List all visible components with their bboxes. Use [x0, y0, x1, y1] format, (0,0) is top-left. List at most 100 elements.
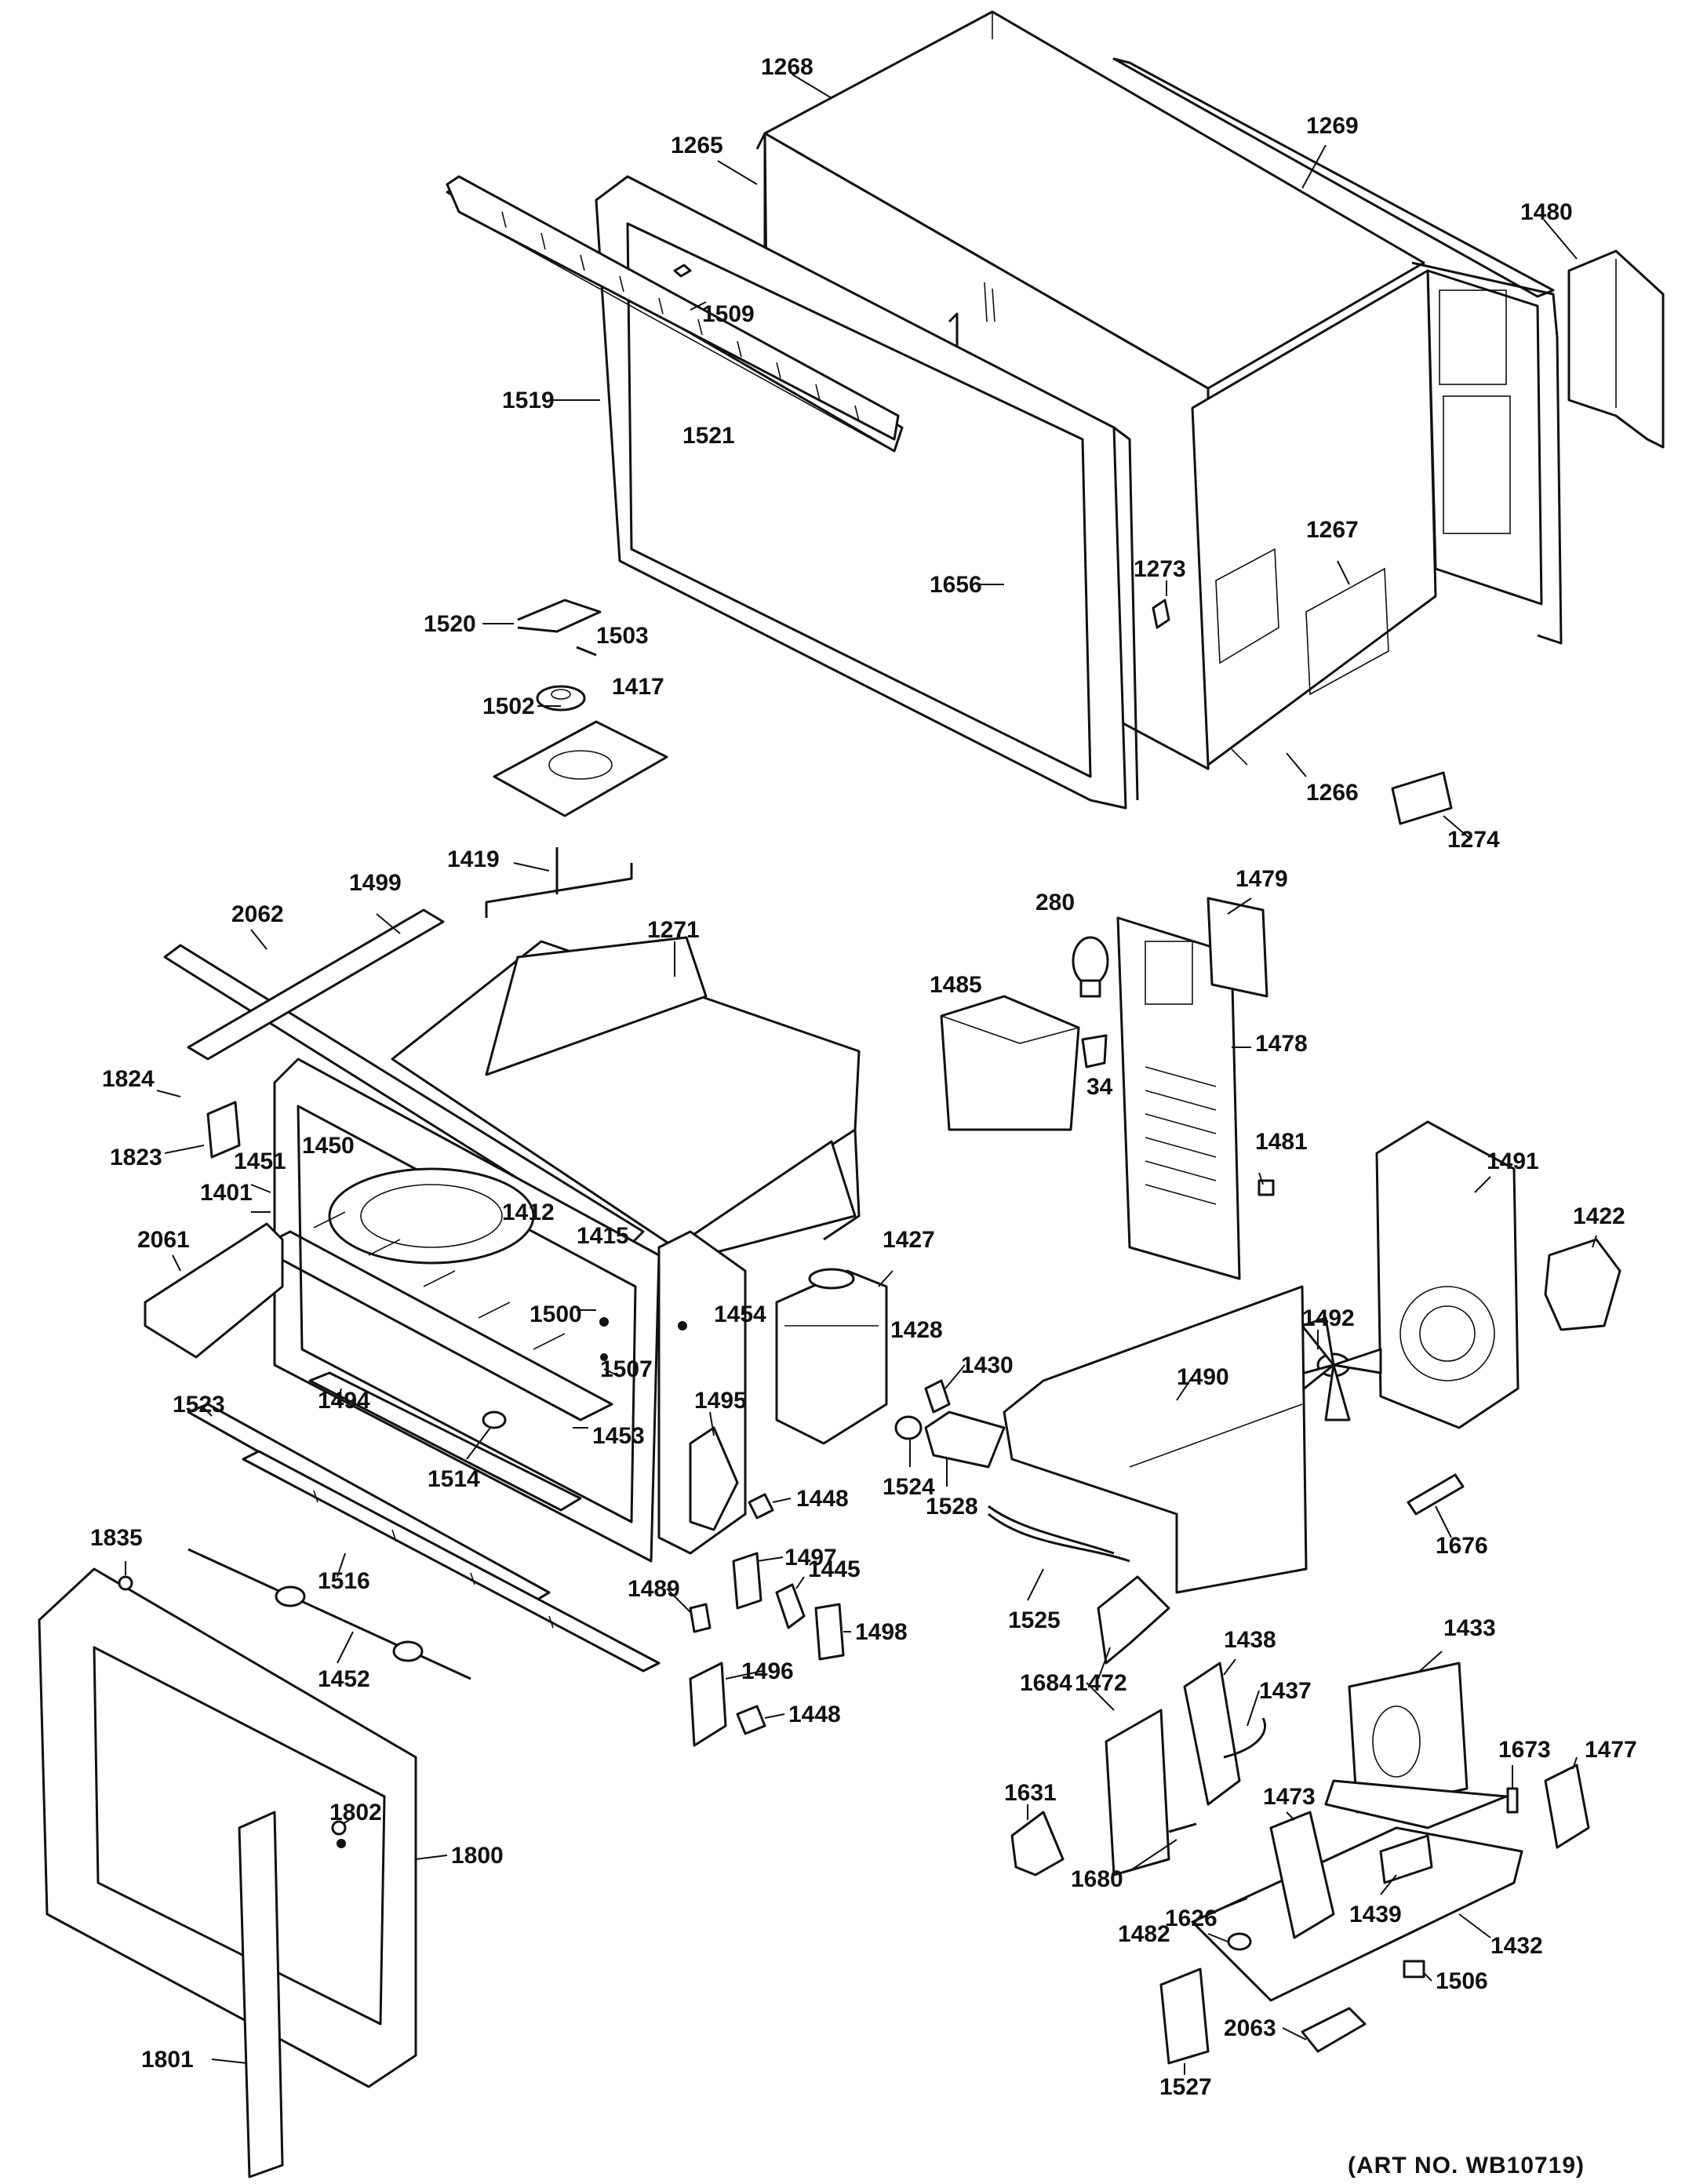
- label-1430: 1430: [961, 1352, 1014, 1378]
- stirrer-mount-1417: [493, 720, 668, 817]
- label-1454: 1454: [714, 1301, 766, 1327]
- label-1800: 1800: [451, 1843, 504, 1869]
- label-1481: 1481: [1255, 1129, 1308, 1155]
- label-1273: 1273: [1134, 556, 1186, 582]
- screw-1802: [331, 1820, 347, 1836]
- clip-1481: [1258, 1179, 1275, 1196]
- grille-1521: [446, 175, 900, 441]
- label-1520: 1520: [424, 611, 476, 637]
- label-1680: 1680: [1071, 1866, 1123, 1892]
- thermal-1430: [924, 1379, 951, 1414]
- top-rail-1269: [1112, 57, 1563, 645]
- pin-1503: [576, 646, 597, 657]
- hinge-plate-1823: [206, 1101, 241, 1159]
- label-1433: 1433: [1443, 1615, 1496, 1641]
- rail-1494: [308, 1371, 582, 1512]
- label-1676: 1676: [1436, 1533, 1488, 1559]
- label-1419: 1419: [447, 846, 500, 872]
- rear-bracket-1480: [1567, 249, 1665, 449]
- label-1428: 1428: [890, 1317, 943, 1343]
- bracket-1472: [1105, 1709, 1170, 1876]
- label-1482: 1482: [1118, 1921, 1170, 1947]
- bulb-280: [1072, 936, 1109, 998]
- light-cover-1485: [940, 995, 1080, 1131]
- label-1490: 1490: [1177, 1364, 1229, 1390]
- label-1417: 1417: [612, 674, 664, 700]
- label-1509: 1509: [702, 301, 755, 327]
- label-1401: 1401: [200, 1180, 253, 1206]
- label-1269: 1269: [1306, 113, 1359, 139]
- label-1439: 1439: [1349, 1902, 1402, 1927]
- label-1527: 1527: [1159, 2074, 1212, 2100]
- label-2062: 2062: [231, 901, 284, 927]
- clip-1673: [1506, 1787, 1519, 1814]
- small-bracket-1273: [1152, 599, 1170, 629]
- label-1500: 1500: [530, 1301, 582, 1327]
- strip-1676: [1407, 1473, 1465, 1516]
- label-1506: 1506: [1436, 1968, 1488, 1994]
- spacer-1274: [1391, 771, 1453, 825]
- label-1494: 1494: [318, 1388, 370, 1414]
- socket-34: [1081, 1034, 1108, 1068]
- part-labels: 1268 1269 1265 1480 1509 1519 1521 1267 …: [90, 54, 1637, 2100]
- label-1479: 1479: [1236, 866, 1288, 892]
- fan-ring-1450: [328, 1167, 535, 1265]
- switch-1497: [732, 1552, 763, 1610]
- label-1478: 1478: [1255, 1031, 1308, 1057]
- screw-1680: [1168, 1822, 1197, 1833]
- duct-1490: [1003, 1285, 1308, 1594]
- nut-1835: [118, 1575, 133, 1591]
- label-1523: 1523: [173, 1392, 225, 1418]
- art-number: (ART NO. WB10719): [1348, 2153, 1585, 2179]
- magnetron-1428: [775, 1268, 888, 1445]
- label-1835: 1835: [90, 1525, 143, 1551]
- thermostat-1524: [894, 1415, 923, 1440]
- base-1432: [1191, 1826, 1523, 2002]
- leader-lines: [125, 74, 1597, 2075]
- switch-1448b: [736, 1705, 766, 1735]
- knob-1514: [482, 1410, 507, 1429]
- label-1631: 1631: [1004, 1780, 1057, 1806]
- cover-1684: [1097, 1575, 1170, 1665]
- label-1450: 1450: [302, 1133, 355, 1159]
- transformer-1433: [1324, 1662, 1508, 1829]
- bracket-1527: [1159, 1967, 1210, 2065]
- label-1528: 1528: [926, 1494, 978, 1520]
- label-2061: 2061: [137, 1227, 190, 1253]
- capacitor-1438: [1183, 1662, 1241, 1806]
- cavity-1271: [391, 936, 861, 1265]
- relay-1631: [1010, 1811, 1065, 1876]
- label-1802: 1802: [329, 1800, 382, 1825]
- fuse-1482: [1227, 1932, 1252, 1951]
- label-1452: 1452: [318, 1666, 370, 1692]
- label-1626: 1626: [1165, 1906, 1217, 1931]
- label-1437: 1437: [1259, 1678, 1312, 1704]
- label-1496: 1496: [741, 1658, 794, 1684]
- label-1268: 1268: [761, 54, 813, 80]
- label-34: 34: [1086, 1074, 1113, 1100]
- label-1274: 1274: [1447, 827, 1500, 853]
- bracket-1439: [1379, 1834, 1433, 1884]
- label-1267: 1267: [1306, 517, 1359, 543]
- door-1800: [38, 1567, 417, 2088]
- label-1673: 1673: [1498, 1737, 1551, 1763]
- label-1656: 1656: [930, 572, 982, 598]
- label-1448b: 1448: [788, 1702, 841, 1727]
- label-1498: 1498: [855, 1619, 908, 1645]
- label-1684: 1684: [1020, 1670, 1072, 1696]
- label-1497: 1497: [784, 1545, 837, 1571]
- hanger-1520: [517, 599, 602, 633]
- plate-1479: [1207, 897, 1268, 998]
- harness-1525: [988, 1505, 1130, 1563]
- support-1419: [485, 847, 633, 918]
- label-280: 280: [1035, 890, 1075, 915]
- label-1473: 1473: [1263, 1784, 1316, 1810]
- bracket-1477: [1544, 1764, 1590, 1849]
- label-1451: 1451: [234, 1148, 286, 1174]
- wireguide-1516: [242, 1450, 661, 1673]
- motor-1422: [1544, 1238, 1621, 1331]
- board-1473: [1269, 1811, 1335, 1939]
- switch-1448a: [748, 1493, 774, 1520]
- pad-1506: [1403, 1960, 1425, 1978]
